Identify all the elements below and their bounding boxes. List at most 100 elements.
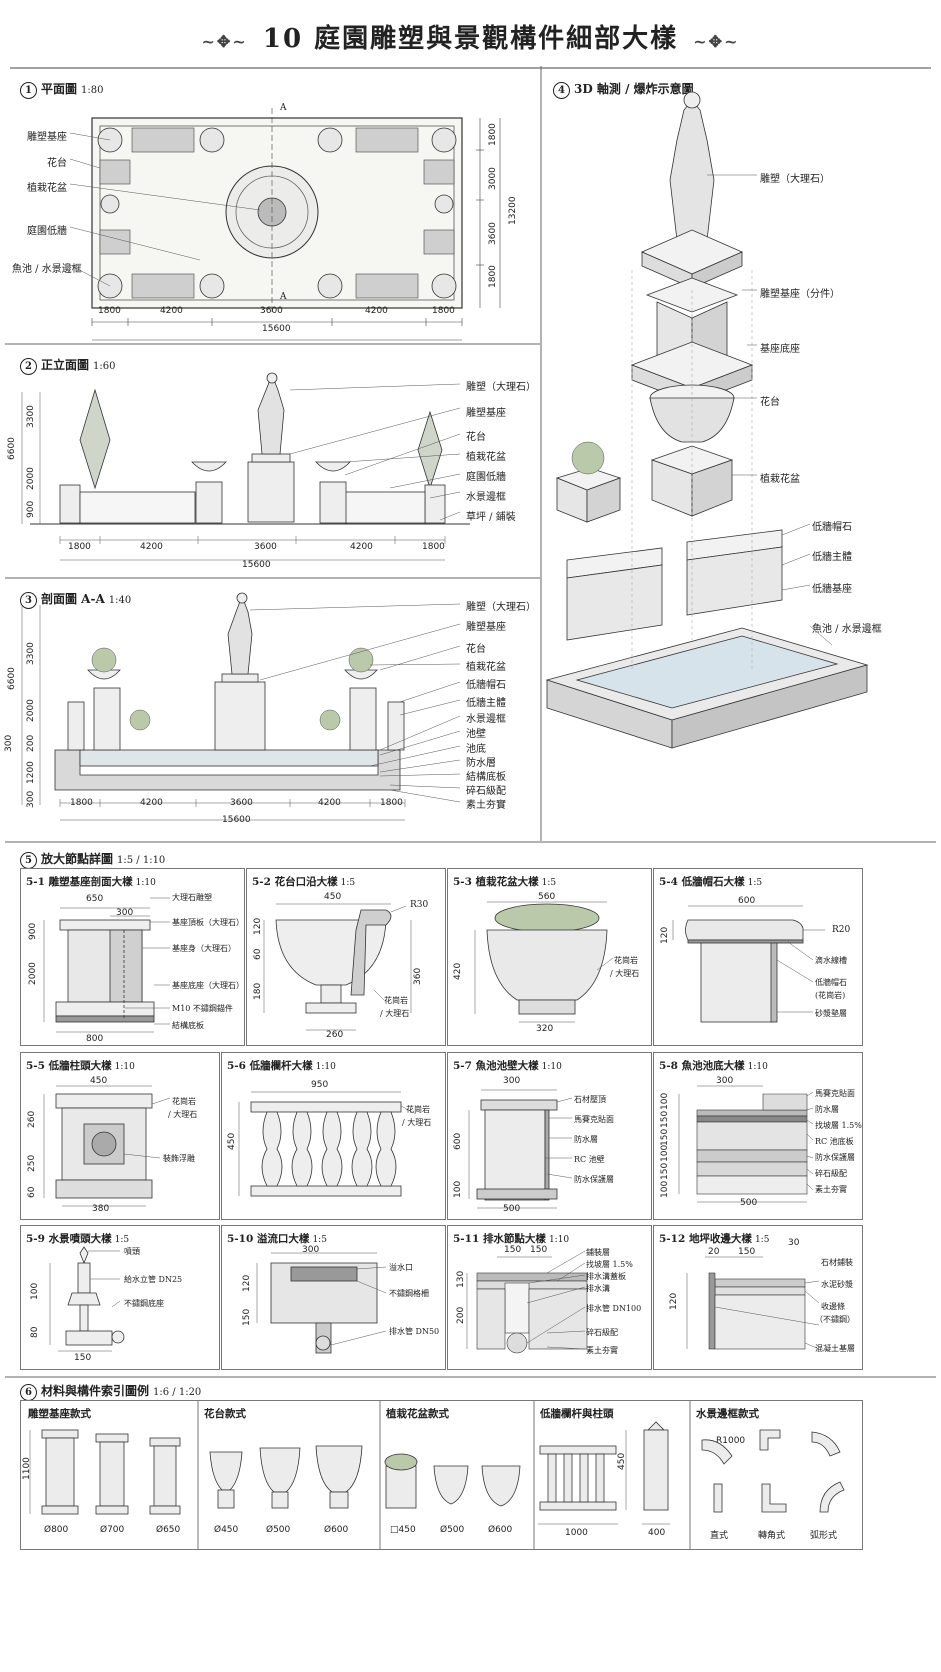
p8-label-7: 素土夯實 — [815, 1185, 847, 1194]
sect-label-gravel: 碎石級配 — [466, 786, 506, 797]
elev-dim-2: 4200 — [140, 542, 163, 552]
p6-drawing — [238, 1091, 417, 1197]
p10-dim-1: 300 — [302, 1245, 320, 1255]
plan-label-pond-frame: 魚池 / 水景邊框 — [12, 264, 82, 275]
sect-dim-4: 4200 — [318, 798, 341, 808]
p2-label-1: 花崗岩 — [384, 996, 408, 1005]
p12-label-1: 石材鋪裝 — [821, 1258, 853, 1267]
p6-label-1: 花崗岩 — [406, 1105, 430, 1114]
plan-vdim-1: 1800 — [488, 123, 498, 146]
p7-vdim-1: 600 — [453, 1132, 463, 1150]
p2-id: 5-2 — [252, 876, 271, 888]
p9-label-2: 給水立管 DN25 — [124, 1275, 183, 1284]
p12-label-4: （不鏽鋼） — [815, 1315, 855, 1324]
p5-scale: 1:10 — [114, 1062, 135, 1072]
p4-drawing — [672, 905, 825, 1023]
p12-scale: 1:5 — [754, 1235, 770, 1245]
detail-panel-5-1 — [20, 868, 245, 1046]
p9-drawing — [49, 1246, 125, 1352]
section-2-number: 2 — [20, 358, 37, 375]
elev-dim-total: 15600 — [242, 560, 271, 570]
p8-vdim-3: 150 — [660, 1128, 670, 1146]
elev-vdim-total: 6600 — [7, 437, 17, 460]
sect-label-pool-floor: 池底 — [466, 744, 486, 755]
p11-label-4: 排水溝 — [586, 1284, 610, 1293]
p4-label-2: 低牆帽石 — [815, 978, 847, 987]
p8-vdim-1: 100 — [660, 1092, 670, 1110]
p10-id: 5-10 — [227, 1233, 254, 1245]
p2-vdim-3: 180 — [253, 982, 263, 1000]
p9-vdim-1: 100 — [30, 1282, 40, 1300]
p5-name: 低牆柱頭大樣 — [48, 1060, 112, 1072]
p7-dim-1: 300 — [503, 1076, 521, 1086]
p11-dim-1: 150 — [504, 1245, 522, 1255]
sect-label-slab: 結構底板 — [466, 772, 506, 783]
detail-panel-5-11 — [447, 1225, 652, 1370]
title-ornament-left: ~✥~ — [201, 32, 263, 51]
section-3-number: 3 — [20, 592, 37, 609]
p8-drawing — [678, 1085, 814, 1203]
legend-g3-item-2: Ø500 — [440, 1525, 465, 1535]
sect-label-wall-body: 低牆主體 — [466, 698, 506, 709]
p7-id: 5-7 — [453, 1060, 472, 1072]
axo-label-pond-frame: 魚池 / 水景邊框 — [812, 624, 882, 635]
elev-dim-3: 3600 — [254, 542, 277, 552]
p8-dim-2: 500 — [740, 1198, 758, 1208]
p7-label-4: RC 池壁 — [574, 1155, 605, 1164]
p4-label-r: R20 — [832, 925, 851, 935]
legend-g3-item-1: □450 — [390, 1525, 416, 1535]
p3-label-2: / 大理石 — [610, 969, 640, 978]
legend-g1-item-2: Ø700 — [100, 1525, 125, 1535]
title-ornament-right: ~✥~ — [678, 32, 740, 51]
axo-label-planter: 花台 — [760, 397, 780, 408]
p11-label-6: 碎石級配 — [586, 1328, 618, 1337]
p1-label-3: 基座身（大理石） — [172, 944, 236, 953]
p8-label-3: 找坡層 1.5% — [815, 1121, 862, 1130]
p8-id: 5-8 — [659, 1060, 678, 1072]
sect-vdim-2: 2000 — [26, 699, 36, 722]
p11-scale: 1:10 — [548, 1235, 570, 1245]
legend-group-4-title: 低牆欄杆與柱頭 — [540, 1408, 614, 1420]
plan-dim-total: 15600 — [262, 324, 291, 334]
axo-label-wall-body: 低牆主體 — [812, 552, 852, 563]
p1-name: 雕塑基座剖面大樣 — [48, 876, 133, 888]
p2-dim-1: 450 — [324, 892, 342, 902]
axo-label-capstone: 低牆帽石 — [812, 522, 852, 533]
p9-label-3: 不鏽鋼底座 — [124, 1299, 164, 1308]
plan-vdim-2: 3000 — [488, 167, 498, 190]
sect-vdim-total: 6600 — [7, 667, 17, 690]
legend-group-3-title: 植栽花盆款式 — [386, 1408, 449, 1420]
section-1-scale: 1:80 — [81, 85, 104, 96]
axo-label-pot: 植栽花盆 — [760, 474, 800, 485]
divider-1 — [5, 343, 540, 345]
p8-label-6: 碎石級配 — [815, 1169, 847, 1178]
section-2-name: 正立面圖 — [41, 358, 90, 372]
axo-label-base-parts: 雕塑基座（分件） — [760, 289, 840, 300]
plan-dim-2: 4200 — [160, 306, 183, 316]
p12-id: 5-12 — [659, 1233, 686, 1245]
p1-label-4: 基座底座（大理石） — [172, 981, 244, 990]
p3-drawing — [474, 901, 614, 1023]
exploded-axonometric — [545, 91, 869, 749]
section-1-number: 1 — [20, 82, 37, 99]
p5-id: 5-5 — [26, 1060, 45, 1072]
elev-label-base: 雕塑基座 — [466, 408, 506, 419]
sect-label-capstone: 低牆帽石 — [466, 680, 506, 691]
p3-id: 5-3 — [453, 876, 472, 888]
legend-g5-item-1: 直式 — [710, 1531, 729, 1541]
legend-g2-item-2: Ø500 — [266, 1525, 291, 1535]
elev-dim-1: 1800 — [68, 542, 91, 552]
section-3-scale: 1:40 — [108, 595, 132, 606]
p7-drawing — [468, 1089, 573, 1209]
legend-g4-item-2: 400 — [648, 1528, 666, 1538]
sheet-title: ~✥~ 10 庭園雕塑與景觀構件細部大樣 ~✥~ — [0, 18, 941, 55]
legend-g4-item-1: 1000 — [565, 1528, 588, 1538]
